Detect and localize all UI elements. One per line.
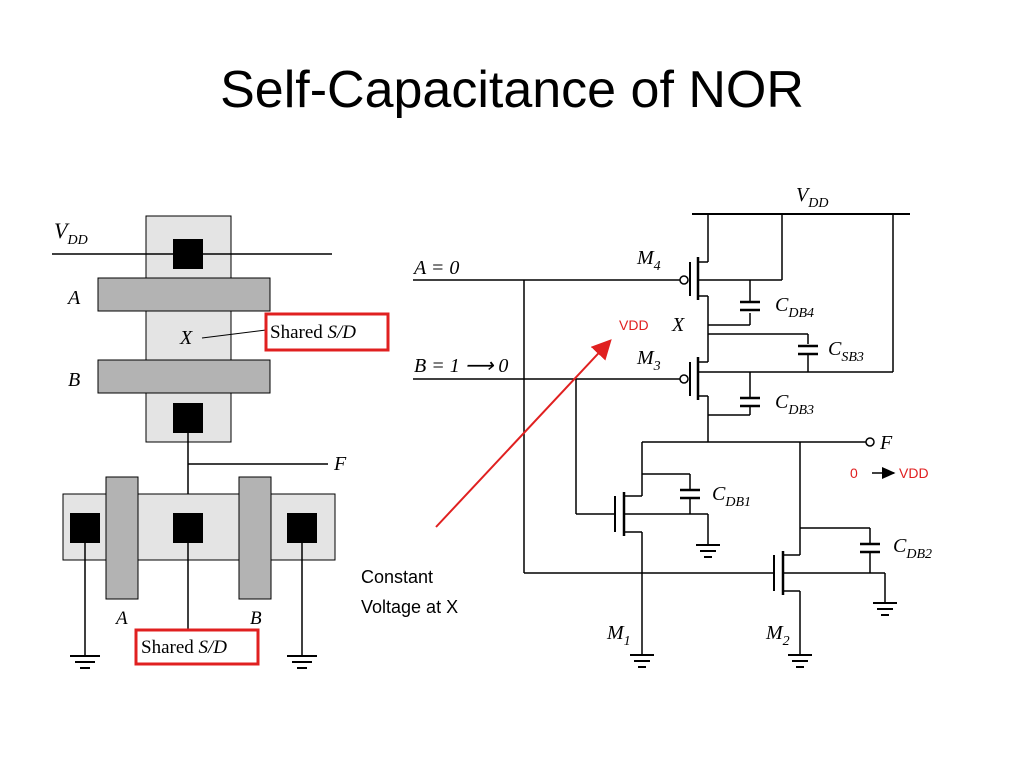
layout-label-b-bottom: B (250, 608, 262, 629)
m4-label: M4 (636, 247, 661, 274)
m3-bubble (679, 374, 689, 384)
ground-cdb2 (873, 602, 897, 616)
m4-bubble (679, 275, 689, 285)
cdb2-label: CDB2 (893, 535, 932, 562)
poly-a (97, 277, 271, 312)
nmos-left-contact (70, 513, 100, 543)
layout-label-a: A (66, 287, 81, 309)
ground-m1 (630, 654, 654, 668)
input-a-label: A = 0 (412, 257, 459, 279)
layout-label-b: B (68, 369, 80, 391)
m2-label: M2 (765, 622, 790, 649)
ground-cdb1 (696, 544, 720, 558)
nmos-center-contact (173, 513, 203, 543)
vdd-at-x-annotation: VDD (619, 317, 649, 333)
schematic-vdd-label: VDD (796, 184, 828, 211)
layout-vdd-label: VDD (54, 218, 88, 248)
pmos-output-contact (173, 403, 203, 433)
node-x-label: X (671, 314, 685, 336)
x-leader-line (201, 329, 267, 339)
f-to-value: VDD (899, 465, 929, 481)
shared-sd-top-box (264, 312, 390, 352)
cdb1-label: CDB1 (712, 483, 751, 510)
layout-label-a-bottom: A (114, 608, 128, 629)
vdd-contact (173, 239, 203, 269)
constant-voltage-line2: Voltage at X (361, 597, 458, 617)
red-pointer-arrow (435, 339, 612, 528)
nmos-poly-a (105, 476, 139, 600)
nmos-poly-b (238, 476, 272, 600)
annotations: VDD 0 VDD Constant Voltage at X (361, 317, 929, 617)
ground-m2 (788, 654, 812, 668)
layout-label-f: F (333, 453, 347, 475)
f-from-value: 0 (850, 465, 858, 481)
poly-b (97, 359, 271, 394)
f-terminal (865, 437, 875, 447)
node-f-label: F (879, 432, 893, 454)
layout-ground-right (287, 655, 317, 669)
layout-label-x: X (179, 327, 193, 349)
nmos-right-contact (287, 513, 317, 543)
layout-ground-left (70, 655, 100, 669)
slide-title: Self-Capacitance of NOR (220, 61, 804, 119)
schematic-diagram (413, 213, 910, 668)
shared-sd-bottom-box (134, 628, 260, 666)
shared-sd-top-label: Shared S/D (270, 322, 356, 343)
schematic-labels: VDD A = 0 B = 1 ⟶ 0 M4 M3 M1 M2 X F CDB4… (412, 184, 932, 649)
cdb4-label: CDB4 (775, 294, 814, 321)
cdb3-label: CDB3 (775, 391, 814, 418)
input-b-label: B = 1 ⟶ 0 (414, 355, 508, 377)
csb3-label: CSB3 (828, 338, 864, 365)
constant-voltage-line1: Constant (361, 567, 433, 587)
m3-label: M3 (636, 347, 661, 374)
m1-label: M1 (606, 622, 631, 649)
layout-diagram: VDD A X Shared S/D B F (52, 215, 390, 669)
shared-sd-bottom-label: Shared S/D (141, 637, 227, 658)
